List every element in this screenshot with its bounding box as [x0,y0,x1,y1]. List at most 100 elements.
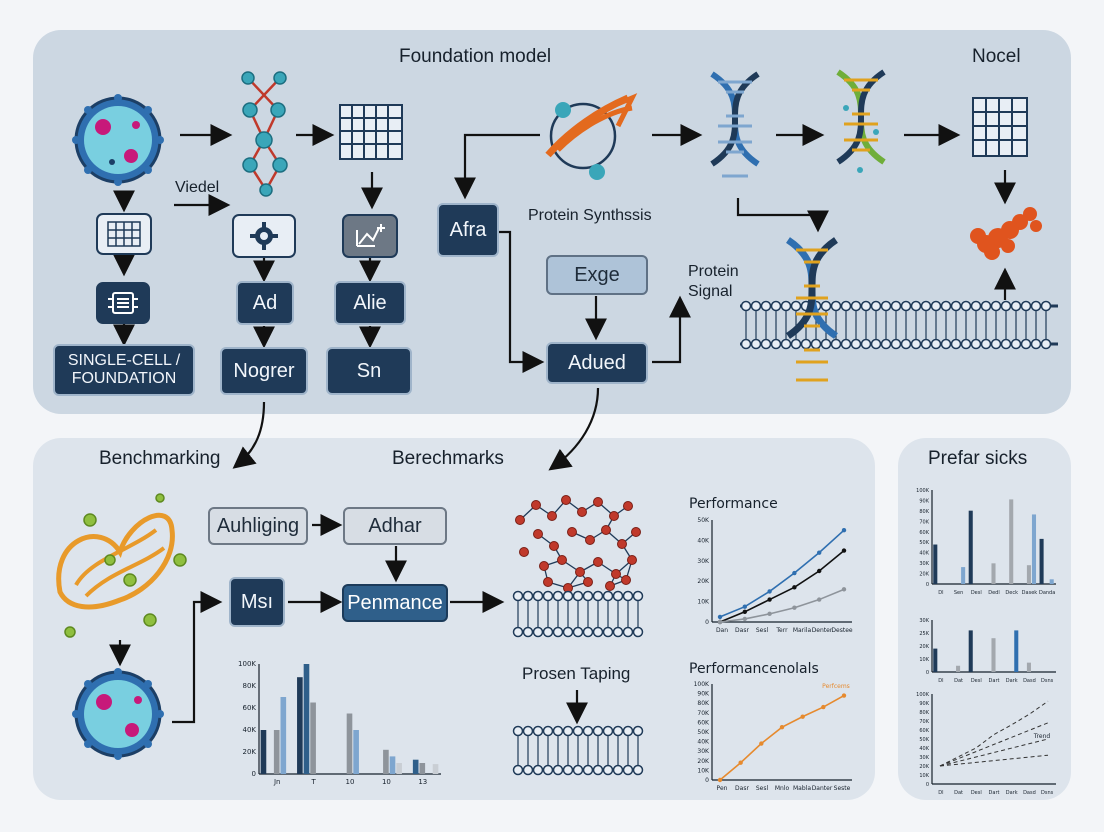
lipid-head [750,338,762,350]
exge-box[interactable]: Exge [546,255,648,295]
y-tick-label: 0 [926,782,929,788]
lipid-head [1040,338,1052,350]
x-tick-label: Sesl [756,785,769,792]
msi-box[interactable]: Msı [229,577,285,627]
lipid-head [602,626,614,638]
lipid-head [900,338,912,350]
cell-membrane-icon [512,590,644,638]
lipid-head [950,338,962,350]
series-line [939,700,1049,767]
x-tick-label: Dat [954,678,963,684]
y-tick-label: 80K [243,682,257,690]
lipid-head [900,300,912,312]
adhar-box[interactable]: Adhar [343,507,447,545]
lipid-head [542,725,554,737]
legend-label: Trend [1033,733,1051,740]
network-node [577,507,587,517]
x-tick-label: Mabla [793,785,811,792]
processor-icon [108,292,138,314]
adued-box[interactable]: Adued [546,342,648,384]
network-node [611,569,621,579]
data-point [792,585,797,590]
lipid-head [890,300,902,312]
lipid-head [1020,338,1032,350]
y-tick-label: 0 [926,670,929,676]
lipid-head [512,590,524,602]
lipid-head [1040,300,1052,312]
data-point [779,725,785,730]
lipid-head [632,626,644,638]
penmance-box[interactable]: Penmance [342,584,448,622]
lipid-head [582,590,594,602]
lipid-head [780,338,792,350]
data-point [841,548,847,553]
data-point [742,604,747,609]
lipid-head [632,764,644,776]
bar [1039,538,1044,584]
ad-box[interactable]: Ad [236,281,294,325]
network-node [547,511,557,521]
chart-add-icon [356,224,385,247]
x-tick-label: Denter [812,627,833,634]
prefar-sicks-panel [898,438,1071,800]
alie-box[interactable]: Alie [334,281,406,325]
auhliging-box[interactable]: Auhliging [208,507,308,545]
sn-box[interactable]: Sn [326,347,412,395]
benchmark-arrows [109,514,588,725]
lipid-head [532,725,544,737]
lipid-head [770,338,782,350]
x-tick-label: Dedl [988,590,1000,596]
data-point [841,693,847,698]
y-tick-label: 60K [697,719,710,726]
lipid-head [552,590,564,602]
y-tick-label: 90K [697,691,710,698]
x-tick-label: Mnlo [775,785,790,792]
afra-box[interactable]: Afra [437,203,499,257]
single-cell-foundation-box[interactable]: SINGLE-CELL / FOUNDATION [53,344,195,396]
bar [1009,499,1014,584]
lipid-head [522,590,534,602]
data-point [817,550,822,555]
dna-helix-icon [836,69,886,173]
lipid-head [592,725,604,737]
lipid-head [542,626,554,638]
y-tick-label: 100K [694,681,710,688]
x-tick-label: Sesl [756,627,769,634]
bar [260,730,267,774]
series-line [719,694,845,781]
lipid-head [542,590,554,602]
lipid-head [592,590,604,602]
data-point [767,611,772,617]
x-tick-label: Danter [812,785,833,792]
lipid-head [920,300,932,312]
y-tick-label: 0 [926,582,929,588]
bar [273,730,280,774]
x-tick-label: Dsns [1041,790,1054,796]
lipid-head [870,338,882,350]
y-tick-label: 20K [697,578,710,585]
lipid-head [920,338,932,350]
x-tick-label: Seste [834,785,851,792]
protein-blob-icon [970,207,1042,260]
x-tick-label: Dasr [735,627,749,634]
protein-label: Protein [688,263,739,280]
lipid-head [562,764,574,776]
nogrer-box[interactable]: Nogrer [220,347,308,395]
x-tick-label: Marila [793,627,812,634]
series-line [719,549,845,623]
series-line [939,754,1049,767]
data-point [817,568,822,574]
lipid-head [780,300,792,312]
network-node [593,497,603,507]
bar [933,544,938,584]
network-node [593,557,603,567]
bar [432,764,439,774]
benchmarking-title: Benchmarking [99,448,221,469]
network-node [623,501,633,511]
y-tick-label: 20K [243,748,257,756]
x-tick-label: Dan [716,627,728,634]
lipid-head [572,626,584,638]
network-node [567,527,577,537]
